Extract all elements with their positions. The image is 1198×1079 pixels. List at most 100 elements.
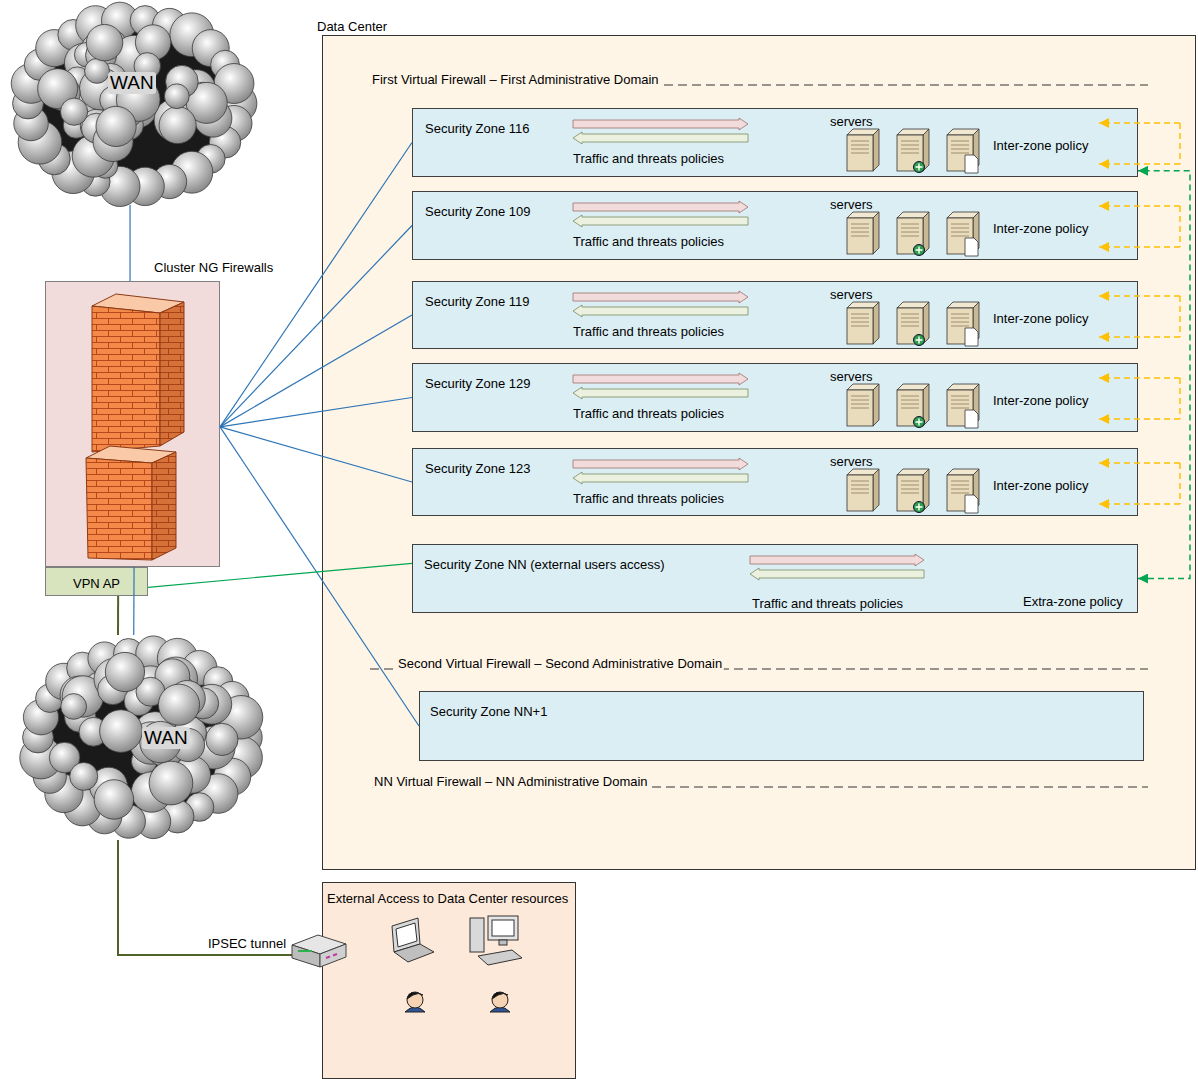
zone-illustration-part-part-part	[847, 390, 873, 426]
zone-illustration-part-part-part	[901, 236, 919, 237]
router-icon-part	[298, 950, 312, 952]
zone-illustration-part-part	[897, 302, 929, 346]
zone-illustration-part-part	[1099, 503, 1180, 505]
zone-illustration-part-part-part	[951, 145, 969, 146]
node-text: Extra-zone policy	[1023, 594, 1123, 609]
desktop-icon-part	[499, 940, 507, 945]
node-text: Traffic and threats policies	[573, 324, 724, 339]
zone-illustration-part-part-part	[947, 129, 979, 135]
domain-label: Second Virtual Firewall – Second Adminis…	[396, 656, 724, 671]
zone-illustration-part-part-part	[951, 485, 969, 486]
node-title: Security Zone 119	[425, 294, 530, 309]
node-title: WAN	[142, 727, 190, 749]
zone-illustration-part-part	[947, 129, 979, 173]
node-title: Security Zone 116	[425, 121, 530, 136]
node-text: Inter-zone policy	[993, 393, 1088, 408]
zone-illustration-part-part	[1099, 246, 1180, 248]
cloud-shape-part	[85, 58, 110, 83]
zone-illustration-part-part	[1099, 377, 1180, 379]
node-title: Security Zone 129	[425, 376, 531, 391]
zone-illustration-part-part	[1179, 206, 1181, 247]
cloud-shape-part	[206, 723, 238, 755]
zone-illustration-part-part-part	[901, 232, 919, 233]
zone-illustration-part-part-part	[901, 485, 919, 486]
node-title: WAN	[108, 72, 156, 94]
zone-illustration-part-part	[847, 302, 879, 344]
zone-illustration-part-part-part	[851, 396, 869, 397]
zone-illustration-part-part-part	[951, 400, 969, 401]
zone-illustration-part-part-part	[951, 322, 969, 323]
router-icon-part	[326, 954, 337, 958]
zone-illustration-part	[750, 554, 924, 580]
zone-illustration-part-part-part	[951, 481, 969, 482]
zone-illustration-part-part	[573, 387, 748, 399]
node-text: Traffic and threats policies	[573, 151, 724, 166]
zone-illustration-part-part-part	[847, 475, 873, 511]
zone-illustration-part-part-part	[851, 314, 869, 315]
node-text: Traffic and threats policies	[752, 596, 903, 611]
firewall-illustration-part	[92, 306, 160, 452]
zone-illustration-part-part-part	[897, 302, 929, 308]
zone-illustration-part	[573, 201, 979, 256]
connector	[129, 205, 130, 281]
zone-illustration-part-part-part	[901, 493, 919, 494]
node-text: servers	[830, 287, 873, 302]
desktop-icon-part	[470, 918, 484, 952]
zone-illustration-part-part	[947, 384, 979, 428]
zone-illustration-part-part	[897, 212, 929, 256]
zone-illustration-part-part-part	[901, 224, 919, 225]
zone-illustration-part-part-part	[951, 232, 969, 233]
security-zone: Security Zone NN+1	[419, 691, 1144, 761]
zone-illustration-part-part-part	[951, 326, 969, 327]
zone-illustration-part-part-part	[851, 404, 869, 405]
zone-illustration-part-part-part	[916, 247, 923, 254]
node-title: Data Center	[317, 19, 387, 34]
router-icon-part	[292, 945, 320, 967]
node-title: Security Zone 123	[425, 461, 531, 476]
zone-illustration-part-part-part	[901, 153, 919, 154]
zone-illustration-part-part-part	[897, 475, 923, 511]
firewall-illustration-part	[86, 458, 152, 560]
zone-illustration-part-part	[847, 129, 879, 171]
zone-illustration-part-part-part	[901, 481, 919, 482]
node-text: Inter-zone policy	[993, 478, 1088, 493]
zone-illustration-part-part	[573, 291, 748, 303]
zone-illustration-part-part	[750, 554, 924, 566]
zone-illustration-part-part-part	[897, 135, 923, 171]
firewall-illustration-part	[160, 302, 184, 446]
vpn-access-point: VPN AP	[45, 567, 148, 596]
zone-illustration-part-part-part	[901, 489, 919, 490]
zone-illustration-part-part-part	[847, 302, 879, 308]
zone-illustration-part-part-part	[847, 384, 879, 390]
zone-illustration-part-part-part	[901, 228, 919, 229]
zone-illustration-part-part-part	[851, 489, 869, 490]
zone-illustration-part-part-part	[965, 155, 978, 173]
zone-illustration-part-part-part	[947, 212, 979, 218]
security-zone: Security Zone 129Traffic and threats pol…	[412, 363, 1138, 432]
user-icon-part	[492, 992, 508, 1008]
security-zone: Security Zone 119Traffic and threats pol…	[412, 281, 1138, 349]
zone-illustration-part-part	[750, 568, 924, 580]
node-text: Inter-zone policy	[993, 221, 1088, 236]
zone-illustration-part-part-part	[916, 419, 923, 426]
cloud-shape-part	[86, 24, 122, 60]
zone-illustration-part-part-part	[951, 141, 969, 142]
zone-illustration-part-part	[947, 469, 979, 513]
zone-illustration-part-part-part	[897, 384, 929, 390]
zone-illustration-part-part-part	[916, 337, 923, 344]
zone-illustration-part-part-part	[947, 469, 979, 475]
zone-illustration-part-part-part	[901, 408, 919, 409]
zone-illustration-part-part	[1099, 122, 1180, 124]
zone-illustration-part-part-part	[897, 390, 923, 426]
cloud-shape-part	[100, 710, 143, 753]
zone-illustration-part-part	[947, 302, 979, 346]
cloud-shape-part	[60, 98, 87, 125]
wan-cloud: WAN	[20, 635, 262, 840]
wan-cloud: WAN	[10, 2, 255, 205]
zone-illustration-part-part	[1099, 163, 1180, 165]
node-title: Security Zone 109	[425, 204, 531, 219]
security-zone: Security Zone 109Traffic and threats pol…	[412, 191, 1138, 260]
zone-illustration-part	[573, 458, 979, 513]
node-text: Traffic and threats policies	[573, 491, 724, 506]
zone-illustration-part	[1099, 206, 1180, 247]
